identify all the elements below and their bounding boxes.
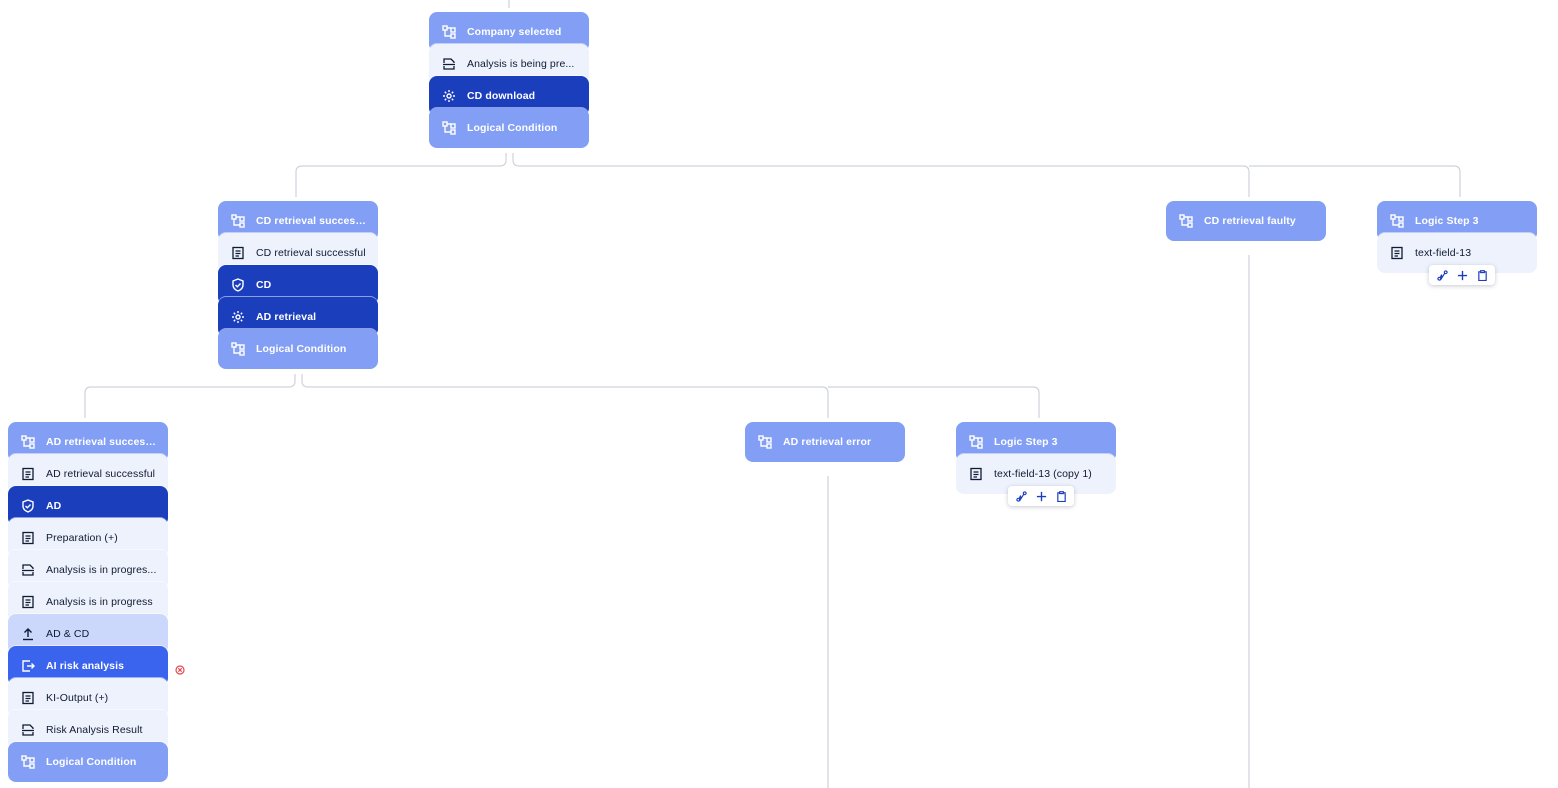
node-label: KI-Output (+) bbox=[46, 692, 109, 704]
node-toolbar bbox=[1008, 486, 1074, 506]
logic-icon bbox=[20, 754, 36, 770]
logic-step-a-node-stack: Logic Step 3 text-field-13 bbox=[1377, 201, 1537, 273]
node-label: AI risk analysis bbox=[46, 660, 125, 672]
error-circle-icon[interactable] bbox=[175, 665, 185, 675]
ad-error-node-stack: AD retrieval error bbox=[745, 422, 905, 462]
node-label: Company selected bbox=[467, 26, 562, 38]
node-label: AD retrieval successful bbox=[46, 468, 156, 480]
shield-check-icon bbox=[230, 277, 246, 293]
text-document-icon bbox=[230, 245, 246, 261]
node-label: CD download bbox=[467, 90, 536, 102]
plus-icon[interactable] bbox=[1456, 269, 1468, 281]
node-label: text-field-13 (copy 1) bbox=[994, 468, 1092, 480]
node-label: CD retrieval successful bbox=[256, 247, 366, 259]
text-document-icon bbox=[20, 530, 36, 546]
logic-icon bbox=[230, 341, 246, 357]
node-label: Logic Step 3 bbox=[994, 436, 1058, 448]
node-label: CD retrieval successful bbox=[256, 215, 368, 227]
document-scan-icon bbox=[20, 562, 36, 578]
connect-icon[interactable] bbox=[1015, 490, 1027, 502]
clipboard-icon[interactable] bbox=[1055, 490, 1067, 502]
cd-success-to-ad-success-connector bbox=[84, 374, 296, 418]
cd-success-to-ad-error-connector bbox=[301, 374, 829, 418]
node-label: AD retrieval bbox=[256, 311, 317, 323]
text-document-icon bbox=[1389, 245, 1405, 261]
root-to-cd-faulty-connector bbox=[512, 153, 1250, 197]
node-label: AD retrieval successful bbox=[46, 436, 158, 448]
logic-icon bbox=[441, 120, 457, 136]
node-label: Preparation (+) bbox=[46, 532, 118, 544]
logical-condition-node[interactable]: Logical Condition bbox=[429, 108, 589, 148]
node-label: Logic Step 3 bbox=[1415, 215, 1479, 227]
node-label: AD & CD bbox=[46, 628, 90, 640]
logic-icon bbox=[441, 24, 457, 40]
logic-icon bbox=[20, 434, 36, 450]
gear-icon bbox=[230, 309, 246, 325]
text-document-icon bbox=[20, 690, 36, 706]
upload-icon bbox=[20, 626, 36, 642]
cd-success-node-stack: CD retrieval successful CD retrieval suc… bbox=[218, 201, 378, 369]
node-label: text-field-13 bbox=[1415, 247, 1472, 259]
connect-icon[interactable] bbox=[1436, 269, 1448, 281]
gear-icon bbox=[441, 88, 457, 104]
ad-retrieval-error-node[interactable]: AD retrieval error bbox=[745, 422, 905, 462]
node-label: Analysis is being pre... bbox=[467, 58, 575, 70]
cd-retrieval-faulty-node[interactable]: CD retrieval faulty bbox=[1166, 201, 1326, 241]
root-node-stack: Company selected Analysis is being pre..… bbox=[429, 12, 589, 148]
node-label: AD retrieval error bbox=[783, 436, 872, 448]
node-label: Logical Condition bbox=[467, 122, 558, 134]
document-scan-icon bbox=[20, 722, 36, 738]
node-toolbar bbox=[1429, 265, 1495, 285]
shield-check-icon bbox=[20, 498, 36, 514]
logical-condition-node[interactable]: Logical Condition bbox=[8, 742, 168, 782]
logical-condition-node[interactable]: Logical Condition bbox=[218, 329, 378, 369]
logic-icon bbox=[1389, 213, 1405, 229]
clipboard-icon[interactable] bbox=[1476, 269, 1488, 281]
node-label: Analysis is in progress bbox=[46, 596, 153, 608]
text-document-icon bbox=[968, 466, 984, 482]
node-label: AD bbox=[46, 500, 62, 512]
logic-icon bbox=[230, 213, 246, 229]
node-label: Logical Condition bbox=[256, 343, 347, 355]
cd-success-to-logic-step-b-connector bbox=[828, 386, 1040, 418]
export-icon bbox=[20, 658, 36, 674]
node-label: Analysis is in progres... bbox=[46, 564, 157, 576]
text-document-icon bbox=[20, 594, 36, 610]
logic-step-b-node-stack: Logic Step 3 text-field-13 (copy 1) bbox=[956, 422, 1116, 494]
logic-icon bbox=[1178, 213, 1194, 229]
logic-icon bbox=[757, 434, 773, 450]
cd-faulty-node-stack: CD retrieval faulty bbox=[1166, 201, 1326, 241]
logic-icon bbox=[968, 434, 984, 450]
root-to-cd-success-connector bbox=[295, 153, 507, 197]
plus-icon[interactable] bbox=[1035, 490, 1047, 502]
ad-success-node-stack: AD retrieval successful AD retrieval suc… bbox=[8, 422, 168, 782]
node-label: Risk Analysis Result bbox=[46, 724, 143, 736]
text-document-icon bbox=[20, 466, 36, 482]
root-to-logic-step-a-connector bbox=[1249, 165, 1461, 197]
document-scan-icon bbox=[441, 56, 457, 72]
node-label: CD retrieval faulty bbox=[1204, 215, 1296, 227]
node-label: CD bbox=[256, 279, 272, 291]
node-label: Logical Condition bbox=[46, 756, 137, 768]
